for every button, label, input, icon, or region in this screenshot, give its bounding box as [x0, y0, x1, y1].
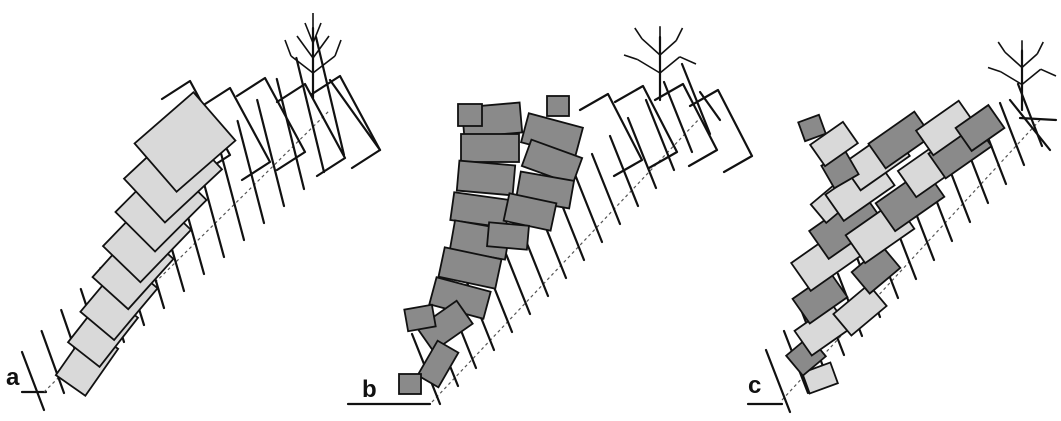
fallen-block — [418, 341, 459, 388]
bedding-line — [574, 172, 602, 242]
bedding-line — [257, 100, 284, 206]
tree-branch — [1037, 42, 1043, 54]
tree-branch — [1022, 54, 1037, 68]
tree-branch — [998, 42, 1005, 52]
fallen-block — [458, 104, 482, 126]
tree-branch — [285, 40, 291, 56]
tree-branch — [1022, 69, 1041, 84]
bedding-line — [592, 154, 620, 224]
tree-branch — [624, 55, 638, 60]
panel-b — [348, 26, 752, 404]
tree-branch — [335, 40, 341, 56]
bedding-line — [22, 352, 44, 410]
tree-branch — [1005, 52, 1022, 67]
tree-branch — [1041, 69, 1056, 76]
bedding-line — [238, 121, 264, 223]
tree-branch — [638, 60, 661, 74]
panel-label-b: b — [362, 376, 377, 403]
bedding-line — [628, 118, 656, 188]
rock-column — [580, 94, 642, 176]
tree-branch — [297, 36, 313, 58]
fallen-block — [457, 161, 515, 196]
slope-outline — [330, 80, 380, 150]
tree-branch — [305, 23, 313, 43]
tree-branch — [635, 28, 642, 39]
tree-branch — [676, 28, 682, 41]
fallen-block — [404, 305, 435, 332]
fallen-block — [461, 134, 519, 162]
tree-branch — [642, 39, 660, 55]
bedding-line — [766, 350, 790, 412]
fallen-block — [399, 374, 421, 394]
tree-branch — [660, 57, 680, 73]
rock-column — [312, 76, 380, 168]
tree-branch — [988, 68, 1001, 72]
panel-c — [748, 40, 1056, 412]
bedding-line — [316, 37, 344, 155]
panel-label-c: c — [748, 372, 761, 399]
fallen-block — [547, 96, 569, 116]
tree-icon — [988, 40, 1056, 110]
panel-label-a: a — [6, 364, 20, 391]
fallen-block — [487, 222, 529, 249]
panel-a — [22, 13, 380, 410]
tree-branch — [680, 57, 696, 64]
bedding-line — [646, 100, 674, 170]
bedding-line — [277, 79, 304, 189]
tree-branch — [660, 41, 676, 55]
bedding-line — [218, 142, 244, 240]
tree-branch — [291, 56, 313, 73]
tree-branch — [1001, 72, 1022, 85]
